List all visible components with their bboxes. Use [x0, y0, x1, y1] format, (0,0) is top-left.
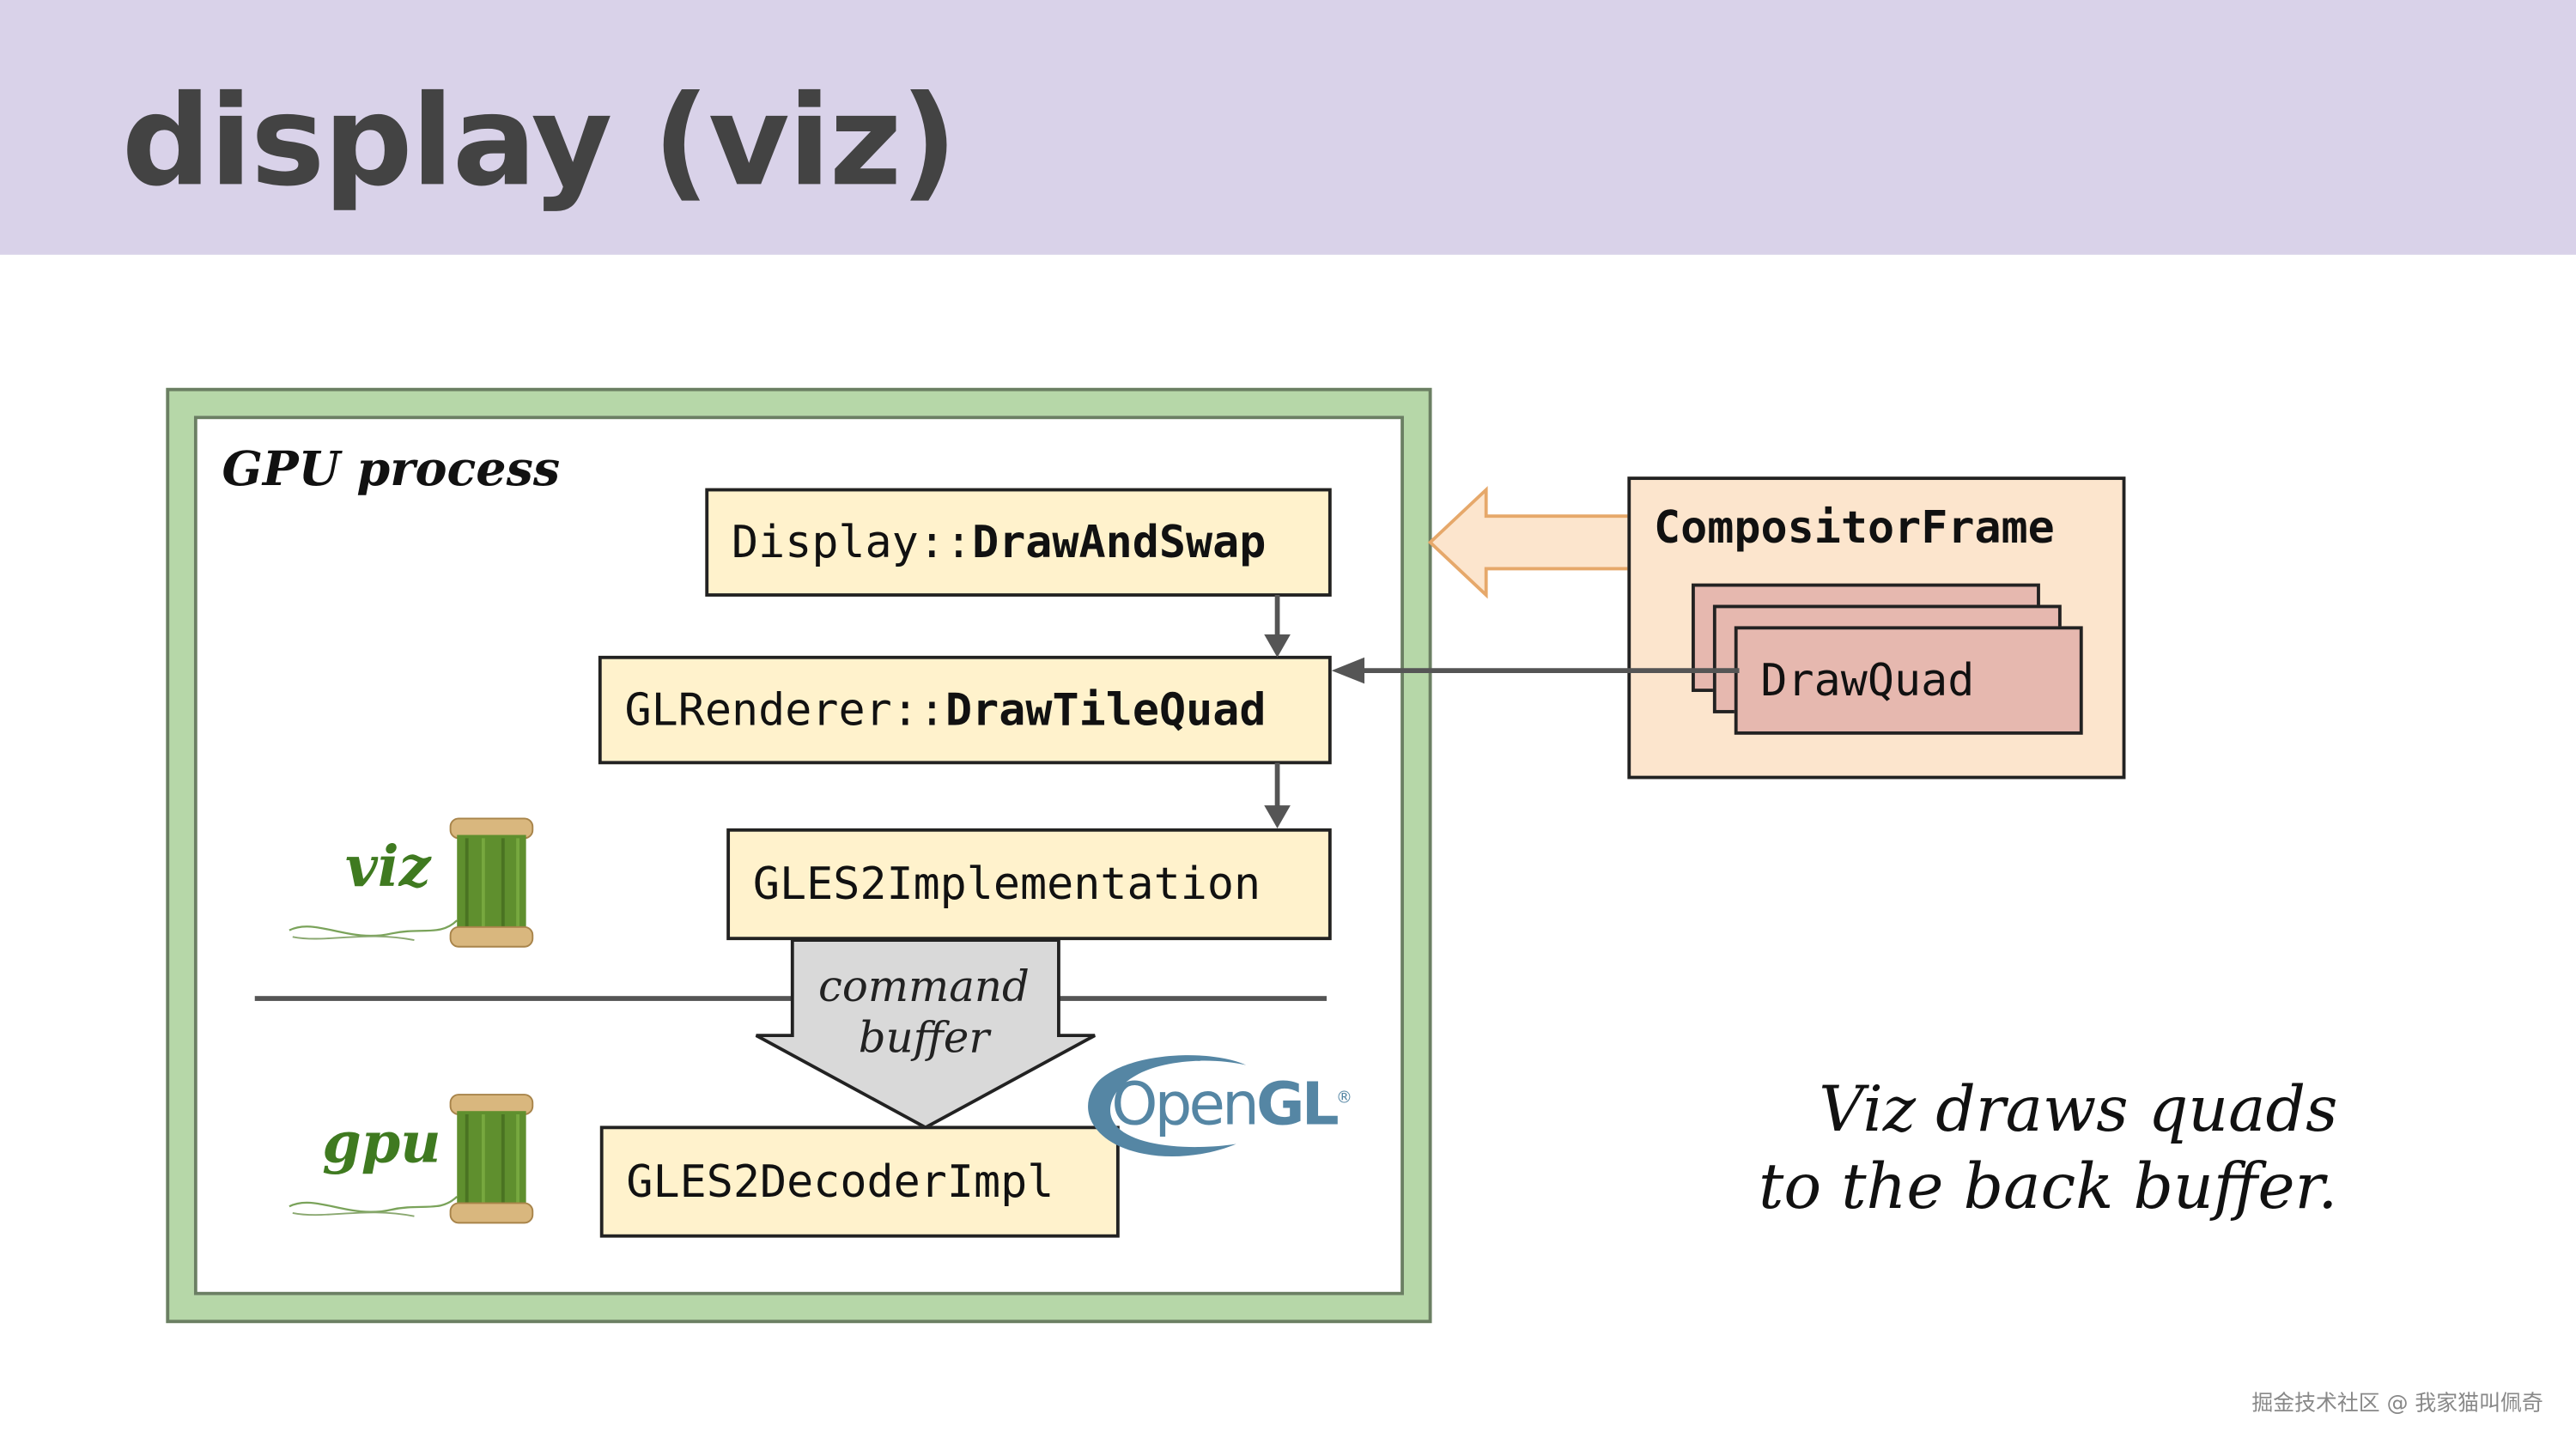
slide-caption: Viz draws quads to the back buffer.	[1759, 1071, 2337, 1226]
command-buffer-line1: command	[818, 962, 1030, 1013]
slide-title: display (viz)	[121, 67, 957, 214]
draw-quad-box: DrawQuad	[1734, 626, 2083, 735]
opengl-logo	[1088, 1055, 1247, 1157]
gpu-process-label: GPU process	[222, 440, 561, 497]
gles2-implementation-label: GLES2Implementation	[752, 858, 1261, 910]
command-buffer-arrow-icon	[755, 938, 1096, 1130]
gpu-thread-label: gpu	[322, 1111, 441, 1177]
header-band	[0, 0, 2576, 255]
glrenderer-prefix: GLRenderer::	[624, 684, 945, 736]
watermark: 掘金技术社区 @ 我家猫叫佩奇	[2251, 1392, 2543, 1417]
caption-line2: to the back buffer.	[1759, 1150, 2338, 1223]
command-buffer-label: command buffer	[794, 963, 1054, 1065]
display-prefix: Display::	[731, 517, 973, 568]
arrow-down-icon	[1264, 762, 1291, 828]
gles2-implementation-box: GLES2Implementation	[726, 828, 1332, 941]
spool-icon	[289, 817, 534, 948]
hollow-left-arrow-icon	[1427, 486, 1633, 599]
draw-quad-label: DrawQuad	[1760, 654, 1975, 707]
display-method: DrawAndSwap	[972, 517, 1267, 568]
arrow-down-icon	[1264, 595, 1291, 658]
command-buffer-line2: buffer	[858, 1014, 990, 1064]
opengl-wordmark: OpenGL®	[1111, 1071, 1352, 1139]
thread-divider	[254, 996, 1327, 1001]
gles2-decoder-impl-box: GLES2DecoderImpl	[599, 1125, 1120, 1238]
glrenderer-draw-tile-quad-box: GLRenderer::DrawTileQuad	[598, 655, 1332, 765]
spool-icon	[289, 1094, 534, 1224]
display-draw-and-swap-box: Display::DrawAndSwap	[705, 488, 1332, 597]
glrenderer-method: DrawTileQuad	[945, 684, 1267, 736]
compositor-frame-label: CompositorFrame	[1653, 502, 2055, 555]
opengl-wordmark-open: Open	[1111, 1071, 1260, 1139]
viz-thread-label: viz	[345, 834, 431, 901]
arrow-left-icon	[1331, 657, 1740, 684]
gles2-decoder-impl-label: GLES2DecoderImpl	[626, 1156, 1054, 1208]
opengl-registered-mark: ®	[1335, 1089, 1352, 1108]
opengl-wordmark-gl: GL	[1255, 1071, 1340, 1139]
caption-line1: Viz draws quads	[1819, 1073, 2338, 1146]
